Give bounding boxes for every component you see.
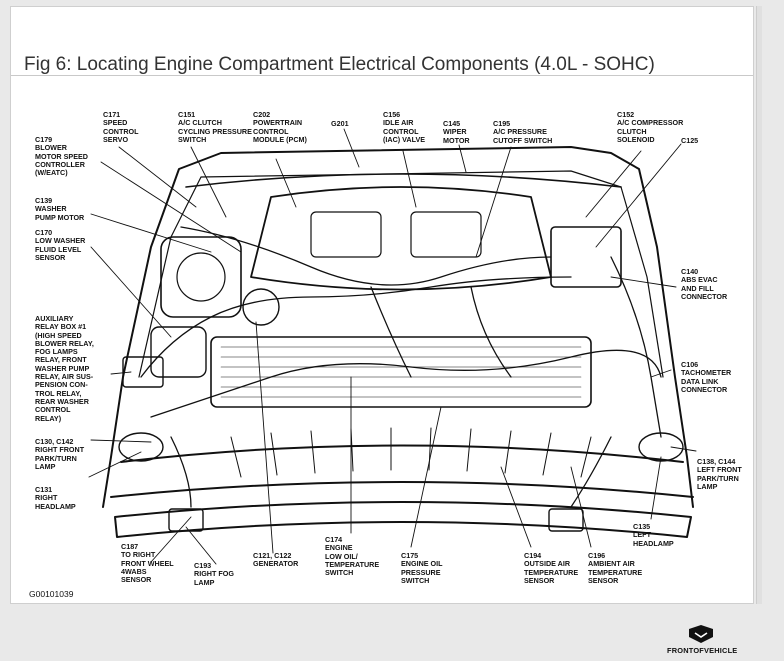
washer-reservoir [150, 326, 207, 378]
radiator [210, 336, 592, 408]
figure-title: Fig 6: Locating Engine Compartment Elect… [24, 54, 655, 75]
label-g201: G201 [331, 119, 349, 128]
label-c171: C171 SPEED CONTROL SERVO [103, 110, 139, 144]
label-c179: C179 BLOWER MOTOR SPEED CONTROLLER (W/EA… [35, 135, 88, 178]
right-headlamp [118, 432, 164, 462]
front-of-vehicle-icon [689, 625, 713, 643]
title-bar: Fig 6: Locating Engine Compartment Elect… [11, 7, 753, 76]
engine-diagram: C171 SPEED CONTROL SERVO C151 A/C CLUTCH… [11, 77, 753, 655]
label-c125: C125 [681, 136, 699, 145]
left-headlamp [638, 432, 684, 462]
figure-id: G00101039 [29, 589, 74, 599]
label-c194: C194 OUTSIDE AIR TEMPERATURE SENSOR [524, 551, 579, 585]
label-c170: C170 LOW WASHER FLUID LEVEL SENSOR [35, 228, 86, 262]
right-fog-lamp [168, 508, 204, 532]
bumper-top [110, 481, 694, 498]
label-c139: C139 WASHER PUMP MOTOR [35, 196, 85, 222]
generator [242, 288, 280, 326]
label-c138-c144: C138, C144 LEFT FRONT PARK/TURN LAMP [697, 457, 742, 491]
label-c106: C106 TACHOMETER DATA LINK CONNECTOR [681, 360, 732, 394]
label-c156: C156 IDLE AIR CONTROL (IAC) VALVE [383, 110, 426, 144]
label-c196: C196 AMBIENT AIR TEMPERATURE SENSOR [588, 551, 643, 585]
engine-block [250, 186, 552, 291]
label-c174: C174 ENGINE LOW OIL/ TEMPERATURE SWITCH [325, 535, 380, 578]
figure-frame: Fig 6: Locating Engine Compartment Elect… [10, 6, 754, 655]
leader-lines [88, 128, 697, 565]
bumper-bottom [114, 501, 692, 538]
label-c152: C152 A/C COMPRESSOR CLUTCH SOLENOID [617, 110, 684, 144]
grille [230, 427, 592, 478]
label-c193: C193 RIGHT FOG LAMP [194, 561, 234, 587]
label-c131: C131 RIGHT HEADLAMP [35, 485, 76, 511]
label-c175: C175 ENGINE OIL PRESSURE SWITCH [401, 551, 443, 585]
front-of-vehicle-label: FRONTOFVEHICLE [667, 646, 738, 655]
radiator-support [120, 444, 684, 463]
label-c135: C135 LEFT HEADLAMP [633, 522, 674, 548]
engine-drawing [88, 128, 697, 565]
label-auxiliary-relay-box: AUXILIARY RELAY BOX #1 (HIGH SPEED BLOWE… [35, 314, 94, 423]
label-c130-c142: C130, C142 RIGHT FRONT PARK/TURN LAMP [35, 437, 85, 471]
label-c140: C140 ABS EVAC AND FILL CONNECTOR [681, 267, 728, 301]
cowl [185, 173, 622, 188]
air-cleaner [160, 236, 242, 318]
label-c145: C145 WIPER MOTOR [443, 119, 470, 145]
wiring-harness [140, 226, 662, 508]
label-c151: C151 A/C CLUTCH CYCLING PRESSURE SWITCH [178, 110, 252, 144]
label-c121-c122: C121, C122 GENERATOR [253, 551, 299, 569]
label-c187: C187 TO RIGHT FRONT WHEEL 4WABS SENSOR [121, 542, 174, 585]
scrollbar-edge[interactable] [756, 6, 762, 604]
left-fog-lamp [548, 508, 584, 532]
inner-fender [138, 170, 664, 378]
relay-box [122, 356, 164, 388]
label-c202: C202 POWERTRAIN CONTROL MODULE (PCM) [253, 110, 307, 144]
label-c195: C195 A/C PRESSURE CUTOFF SWITCH [493, 119, 553, 145]
